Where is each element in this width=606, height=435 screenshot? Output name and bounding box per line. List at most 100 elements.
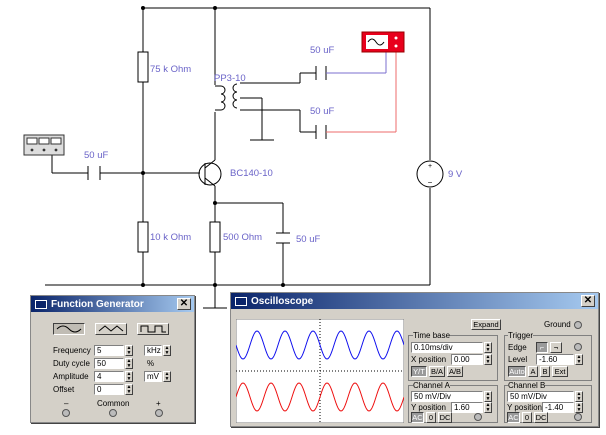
channel-a-dc-button[interactable]: DC: [438, 412, 452, 423]
timebase-input[interactable]: 0.10ms/div: [411, 342, 483, 353]
channel-a-scale-input[interactable]: 50 mV/Div: [411, 391, 483, 402]
xpos-input[interactable]: 0.00: [451, 354, 483, 365]
channel-b-ypos-spinner[interactable]: ▲▼: [575, 402, 583, 413]
waveform-square-button[interactable]: [137, 323, 169, 335]
channel-a-ac-button[interactable]: AC: [411, 412, 424, 423]
c-out1-label: 50 uF: [310, 45, 335, 56]
channel-a-ypos-input[interactable]: 1.60: [451, 402, 483, 413]
amplitude-label: Amplitude: [53, 372, 89, 381]
function-generator-title: Function Generator: [51, 298, 144, 310]
trigger-terminal[interactable]: [574, 343, 582, 351]
timebase-group: [408, 335, 498, 381]
sine-wave-icon: [56, 325, 82, 333]
ab-mode-button[interactable]: A/B: [447, 366, 463, 377]
frequency-input[interactable]: 5: [94, 345, 124, 356]
rising-edge-button[interactable]: ⌐: [536, 342, 548, 353]
amplitude-unit-spinner[interactable]: ▲▼: [163, 371, 171, 382]
yt-mode-button[interactable]: Y/T: [411, 366, 427, 377]
square-wave-icon: [140, 325, 166, 333]
channel-b-zero-button[interactable]: 0: [522, 412, 532, 423]
duty-cycle-unit: %: [147, 359, 155, 368]
window-icon: [35, 299, 47, 309]
channel-b-label: Channel B: [508, 381, 546, 390]
ba-mode-button[interactable]: B/A: [429, 366, 445, 377]
channel-a-ypos-label: Y position: [411, 403, 446, 412]
channel-a-terminal[interactable]: [474, 413, 482, 421]
duty-cycle-label: Duty cycle: [53, 359, 90, 368]
transformer-label: PP3-10: [214, 73, 246, 84]
channel-b-scale-input[interactable]: 50 mV/Div: [507, 391, 574, 402]
transistor-label: BC140-10: [230, 168, 273, 179]
common-terminal[interactable]: [109, 409, 117, 417]
amplitude-unit-select[interactable]: mV: [144, 371, 162, 382]
frequency-unit-select[interactable]: kHz: [144, 345, 162, 356]
close-button[interactable]: ✕: [177, 298, 191, 310]
rising-edge-icon: ⌐: [539, 343, 545, 352]
oscilloscope-window: Oscilloscope ✕ Expand Ground Time base 0…: [230, 292, 599, 427]
xpos-label: X position: [411, 355, 447, 364]
c-out2-label: 50 uF: [310, 106, 335, 117]
trigger-b-button[interactable]: B: [540, 366, 550, 377]
level-label: Level: [508, 355, 528, 364]
r1-label: 75 k Ohm: [150, 64, 192, 75]
scope-probe-icon: [361, 31, 405, 53]
close-button[interactable]: ✕: [581, 295, 595, 307]
function-generator-window: Function Generator ✕ Frequency 5 ▲▼ kHz …: [30, 295, 195, 423]
level-input[interactable]: -1.60: [536, 354, 574, 365]
channel-b-ypos-label: Y position: [507, 403, 542, 412]
svg-text:−: −: [428, 178, 433, 187]
timebase-spinner[interactable]: ▲▼: [484, 342, 492, 353]
timebase-label: Time base: [413, 331, 451, 340]
ground-terminal[interactable]: [574, 321, 582, 329]
auto-trigger-button[interactable]: Auto: [508, 366, 526, 377]
channel-b-group: [504, 385, 592, 423]
amplitude-spinner[interactable]: ▲▼: [125, 371, 133, 382]
waveform-triangle-button[interactable]: [95, 323, 127, 335]
triangle-wave-icon: [98, 325, 124, 332]
r3-label: 500 Ohm: [223, 232, 263, 243]
trigger-a-button[interactable]: A: [528, 366, 538, 377]
waveform-sine-button[interactable]: [53, 323, 85, 335]
function-generator-titlebar[interactable]: Function Generator: [31, 296, 194, 312]
channel-a-ypos-spinner[interactable]: ▲▼: [484, 402, 492, 413]
duty-cycle-input[interactable]: 50: [94, 358, 124, 369]
oscilloscope-screen: [236, 319, 404, 423]
expand-button[interactable]: Expand: [471, 319, 501, 330]
c-emit-label: 50 uF: [296, 234, 321, 245]
trigger-group: [504, 335, 592, 381]
channel-a-label: Channel A: [413, 381, 450, 390]
plus-terminal[interactable]: [155, 409, 163, 417]
xpos-spinner[interactable]: ▲▼: [484, 354, 492, 365]
channel-b-ac-button[interactable]: AC: [507, 412, 520, 423]
channel-b-ypos-input[interactable]: -1.40: [542, 402, 574, 413]
channel-a-zero-button[interactable]: 0: [426, 412, 436, 423]
offset-label: Offset: [53, 385, 75, 394]
channel-a-trace: [236, 330, 404, 360]
c-in-label: 50 uF: [84, 150, 109, 161]
trigger-ext-button[interactable]: Ext: [552, 366, 568, 377]
channel-b-trace: [236, 382, 404, 412]
channel-b-terminal[interactable]: [574, 413, 582, 421]
frequency-spinner[interactable]: ▲▼: [125, 345, 133, 356]
amplitude-input[interactable]: 4: [94, 371, 124, 382]
channel-b-scale-spinner[interactable]: ▲▼: [575, 391, 583, 402]
frequency-unit-spinner[interactable]: ▲▼: [163, 345, 171, 356]
falling-edge-icon: ¬: [553, 343, 559, 352]
svg-text:+: +: [428, 163, 432, 170]
duty-cycle-spinner[interactable]: ▲▼: [125, 358, 133, 369]
level-spinner[interactable]: ▲▼: [575, 354, 583, 365]
function-generator-icon: [23, 134, 65, 156]
offset-input[interactable]: 0: [94, 384, 124, 395]
edge-label: Edge: [508, 343, 527, 352]
falling-edge-button[interactable]: ¬: [550, 342, 562, 353]
minus-terminal[interactable]: [62, 409, 70, 417]
channel-a-group: [408, 385, 498, 423]
oscilloscope-titlebar[interactable]: Oscilloscope: [231, 293, 598, 309]
offset-spinner[interactable]: ▲▼: [125, 384, 133, 395]
minus-terminal-label: –: [64, 399, 69, 408]
battery-label: 9 V: [448, 169, 463, 180]
oscilloscope-title: Oscilloscope: [251, 295, 314, 307]
channel-b-dc-button[interactable]: DC: [534, 412, 548, 423]
channel-a-scale-spinner[interactable]: ▲▼: [484, 391, 492, 402]
